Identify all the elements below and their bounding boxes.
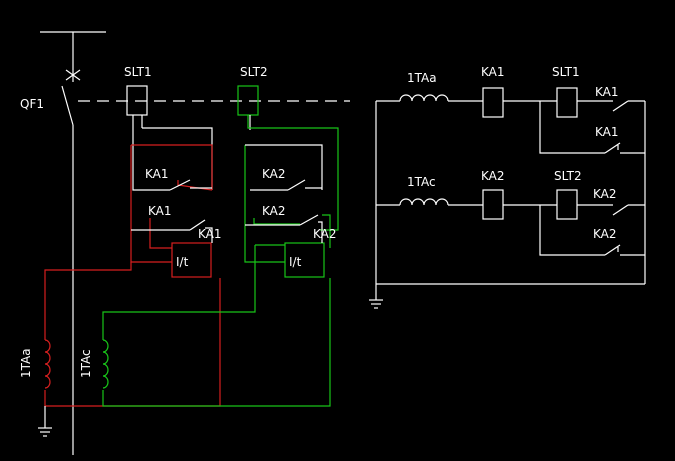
r-slt2-label: SLT2	[554, 169, 582, 183]
ta-c-label: 1TAc	[79, 349, 93, 378]
green-control-circuit: I/t	[102, 115, 339, 407]
qf1-label: QF1	[20, 97, 44, 111]
r-ka2-c1-label: KA2	[593, 187, 617, 201]
ka1-mid-label: KA1	[148, 204, 172, 218]
r-ka2-coil-label: KA2	[481, 169, 505, 183]
r-ka1-coil-label: KA1	[481, 65, 505, 79]
ct-1tac: 1TAc	[79, 339, 109, 389]
r-ka1-c2-label: KA1	[595, 125, 619, 139]
ka2-contacts: KA2 KA2 KA2	[245, 144, 337, 243]
overcurrent-relay-1	[171, 242, 212, 278]
right-bus	[375, 101, 646, 300]
r-slt1-label: SLT1	[552, 65, 580, 79]
ka2-top-label: KA2	[262, 167, 286, 181]
row-phase-c: 1TAc KA2 SLT2 KA2 KA2	[376, 169, 645, 256]
relay1-label: I/t	[176, 255, 189, 269]
ka2-low-label: KA2	[313, 227, 337, 241]
slt2-label: SLT2	[240, 65, 268, 79]
ka1-contacts: KA1 KA1 KA1	[131, 152, 222, 243]
slt2-device: SLT2	[237, 65, 268, 130]
ground-symbol-left	[38, 406, 52, 437]
ka2-mid-label: KA2	[262, 204, 286, 218]
r-ka1-c1-label: KA1	[595, 85, 619, 99]
ka1-coil	[482, 87, 504, 118]
ground-symbol-right	[369, 299, 383, 309]
r-1tac-label: 1TAc	[407, 175, 436, 189]
main-bus	[40, 31, 106, 455]
ka1-top-label: KA1	[145, 167, 169, 181]
relay2-label: I/t	[289, 255, 302, 269]
overcurrent-relay-2	[284, 242, 325, 278]
qf1-breaker: QF1	[20, 69, 81, 126]
slt1-label: SLT1	[124, 65, 152, 79]
r-ka2-c2-label: KA2	[593, 227, 617, 241]
slt1-coil	[556, 87, 578, 118]
ka1-low-label: KA1	[198, 227, 222, 241]
r-1taa-label: 1TAa	[407, 71, 437, 85]
row-phase-a: 1TAa KA1 SLT1 KA1 KA1	[376, 65, 645, 154]
ta-a-label: 1TAa	[19, 348, 33, 378]
ct-1taa: 1TAa	[19, 339, 51, 389]
